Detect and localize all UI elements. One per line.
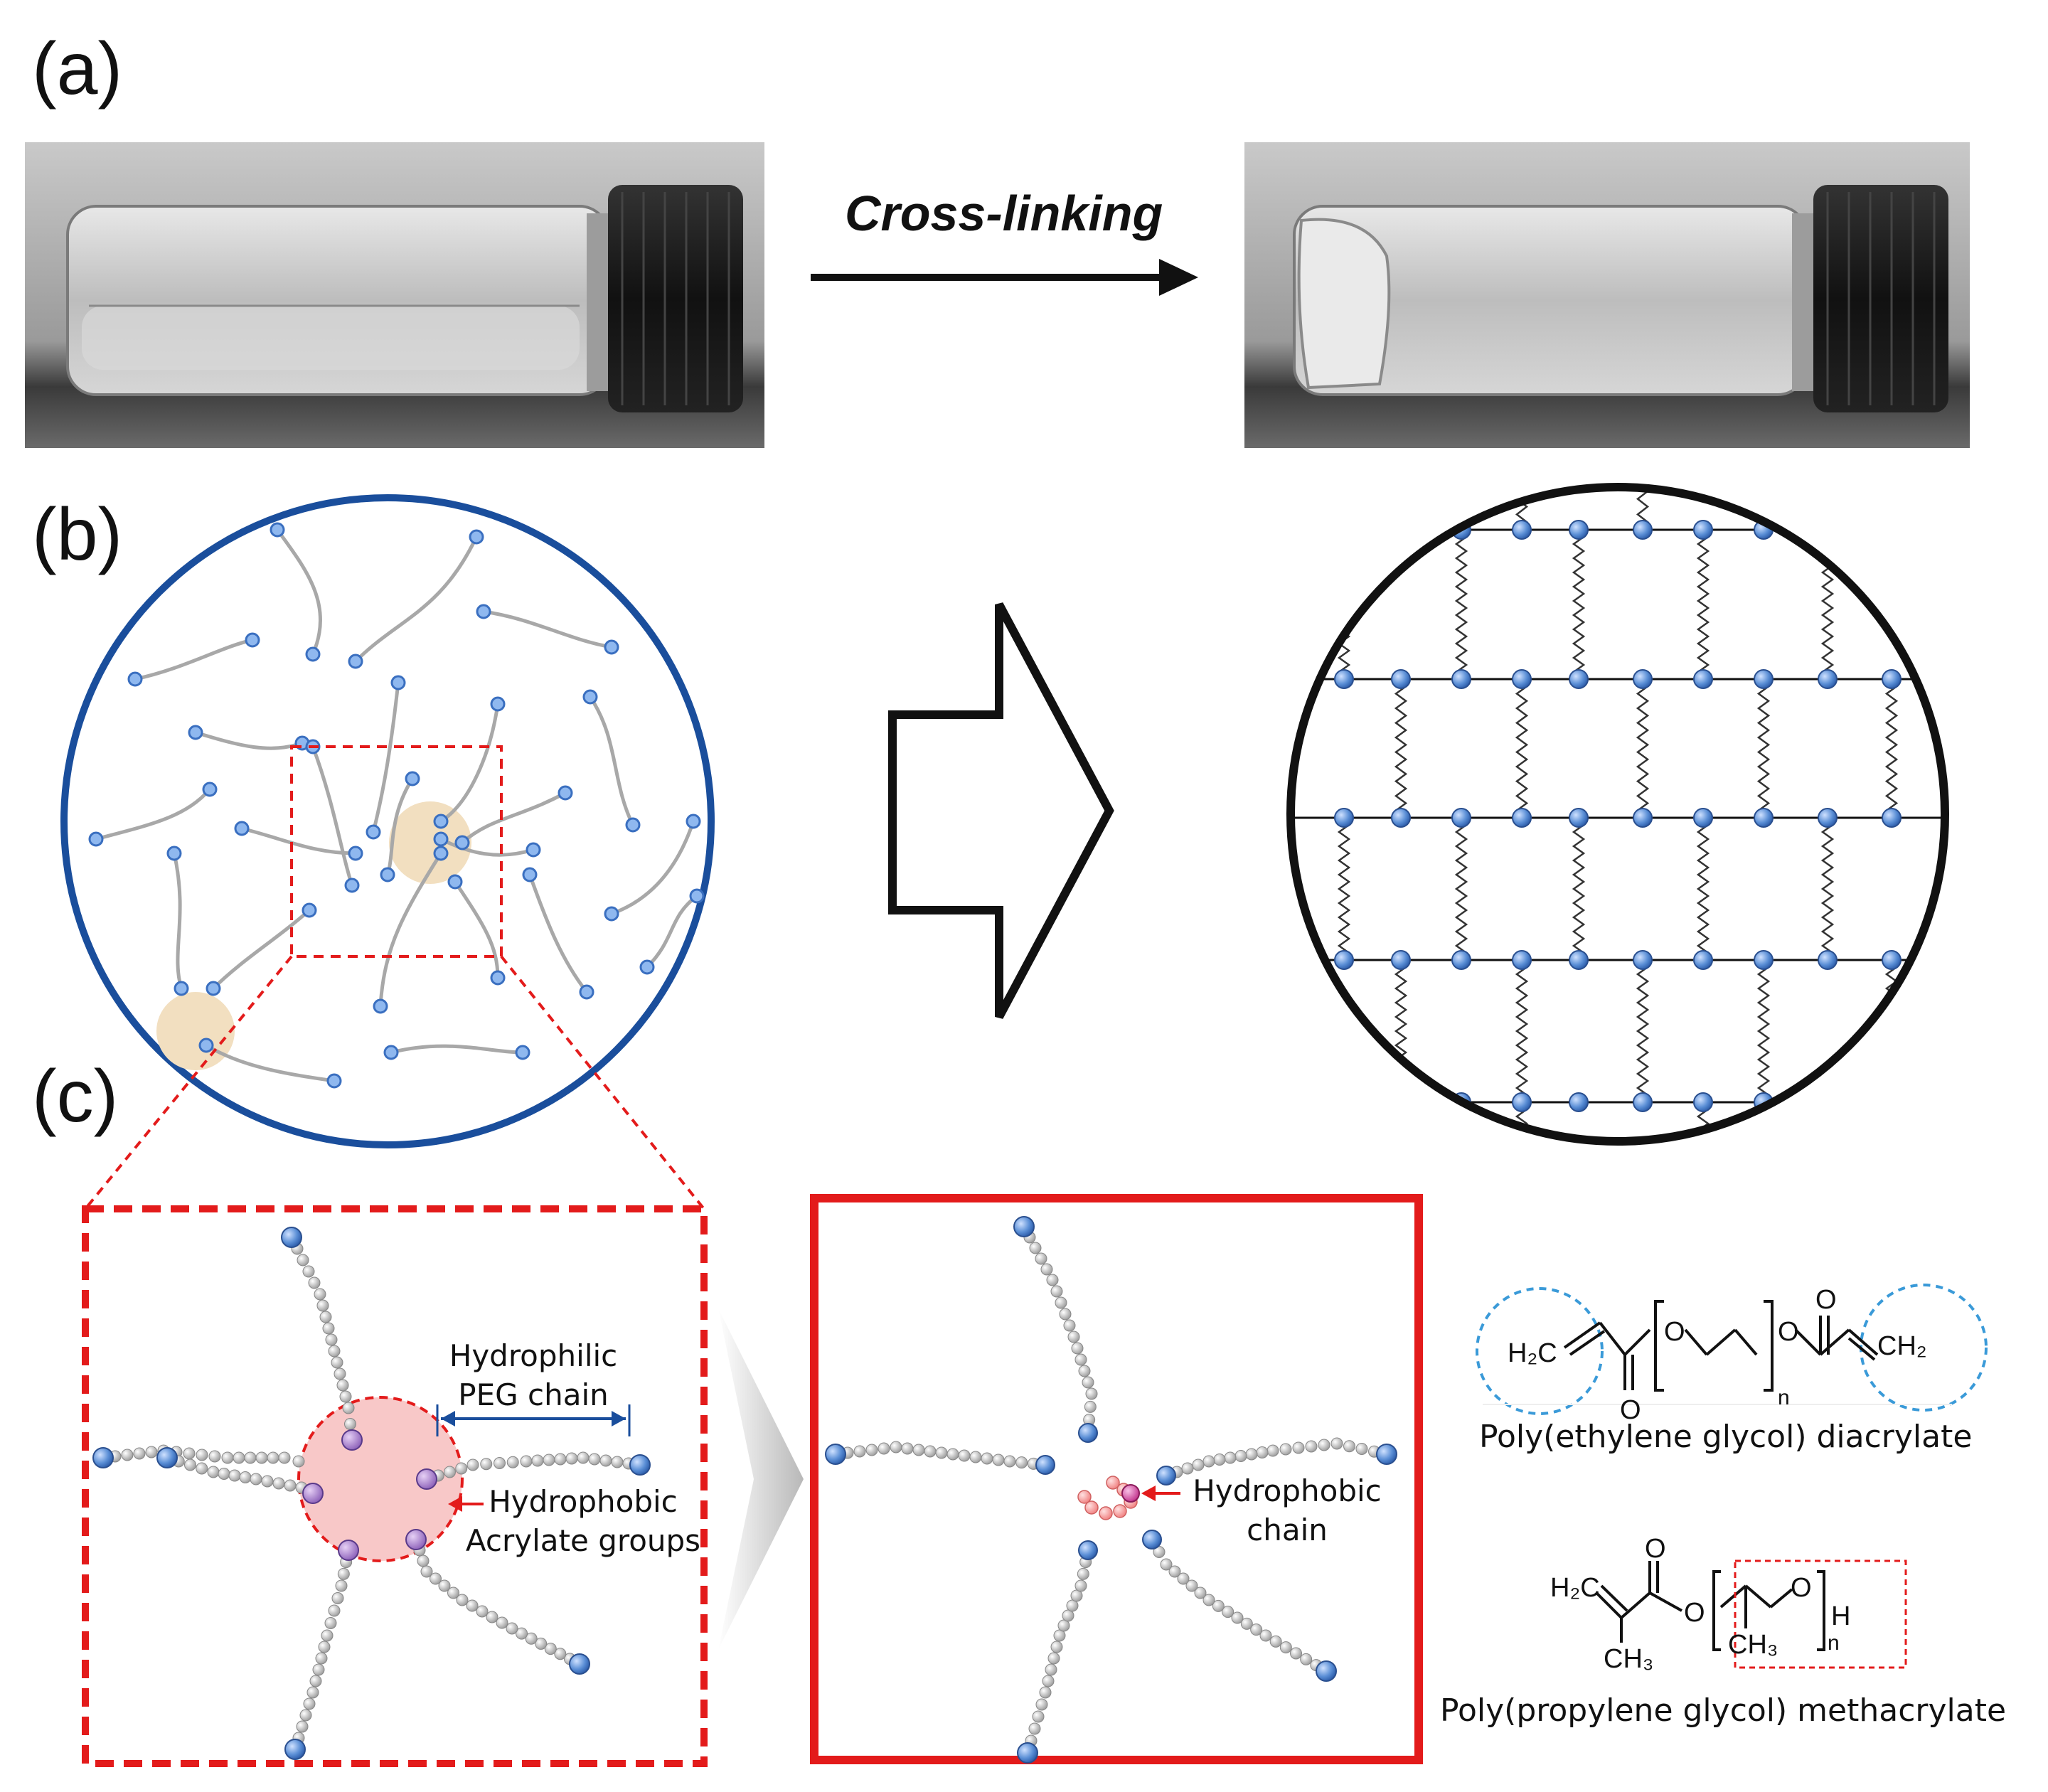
vial-photo-before [25, 142, 764, 448]
panel-label-b: (b) [32, 494, 123, 576]
ppgma-n: n [1828, 1631, 1840, 1655]
ppgma-ch3-right: CH₃ [1728, 1630, 1778, 1660]
pegda-o-ether-right: O [1778, 1317, 1799, 1347]
vial-photo-after [1244, 142, 1970, 448]
cross-linking-arrow [811, 259, 1198, 296]
panel-label-c: (c) [32, 1055, 119, 1138]
pegda-h2c: H₂C [1508, 1338, 1557, 1368]
ppgma-name: Poly(propylene glycol) methacrylate [1440, 1692, 2007, 1729]
hydrophilic-peg-label: Hydrophilic PEG chain [449, 1338, 618, 1412]
pegda-n: n [1778, 1386, 1790, 1409]
panel-label-a: (a) [32, 28, 123, 110]
hydrophobic-chain-label: Hydrophobic chain [1193, 1473, 1382, 1547]
ppgma-ch3-left: CH₃ [1604, 1644, 1653, 1674]
pegda-name: Poly(ethylene glycol) diacrylate [1479, 1419, 1973, 1455]
ppgma-o-ester: O [1684, 1598, 1705, 1628]
zoom-transition-arrow [718, 1308, 804, 1650]
cross-linking-label: Cross-linking [845, 186, 1163, 241]
pegda-o-carbonyl-right: O [1815, 1285, 1837, 1315]
pegda-o-carbonyl-left: O [1620, 1395, 1641, 1425]
pegda-structure [1476, 1284, 1988, 1415]
crosslinked-network-circle [1286, 483, 1949, 1146]
hydrophobic-acrylate-label: Hydrophobic Acrylate groups [465, 1484, 701, 1558]
ppgma-h: H [1831, 1601, 1850, 1631]
ppgma-o-carbonyl: O [1645, 1534, 1666, 1564]
monomer-solution-circle [60, 494, 715, 1148]
pegda-o-ether-left: O [1664, 1317, 1685, 1347]
ppgma-o-ether: O [1791, 1573, 1812, 1603]
pegda-ch2: CH₂ [1877, 1331, 1927, 1361]
transition-arrow [888, 602, 1114, 1019]
ppgma-structure [1595, 1559, 1907, 1669]
ppgma-h2c: H₂C [1550, 1573, 1600, 1603]
